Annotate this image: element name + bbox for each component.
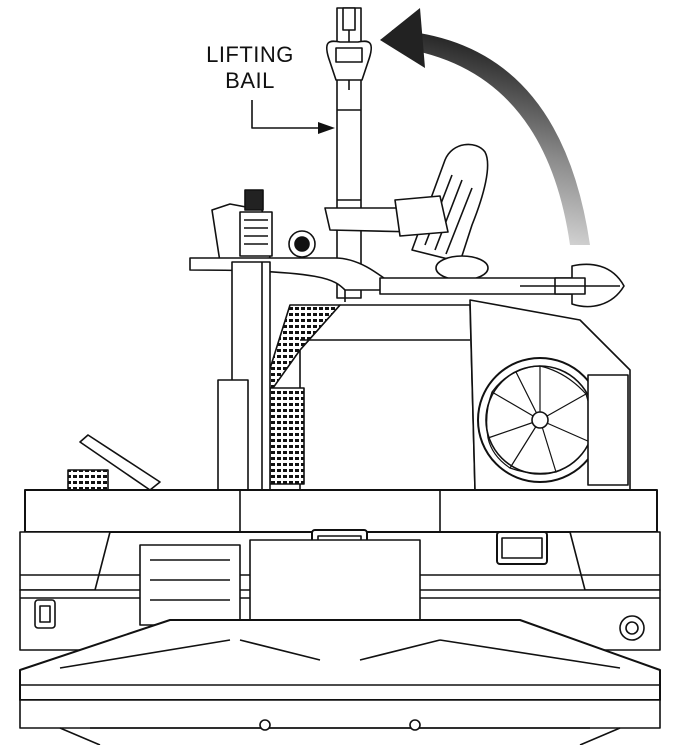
callout-label-line2: BAIL xyxy=(225,68,275,93)
lifting-bail-raised xyxy=(325,7,373,299)
callout-label-line1: LIFTING xyxy=(206,42,294,67)
control-pod xyxy=(211,189,316,263)
trowel-guard xyxy=(19,619,661,745)
platform-deck xyxy=(24,489,658,533)
foot-pedal xyxy=(67,434,161,495)
engine-housing xyxy=(267,304,476,491)
callout-leader xyxy=(251,100,335,134)
cooling-fan xyxy=(469,299,631,491)
left-column xyxy=(217,261,271,491)
lifting-bail-lowered xyxy=(379,263,625,308)
rotation-arrow xyxy=(380,8,590,245)
